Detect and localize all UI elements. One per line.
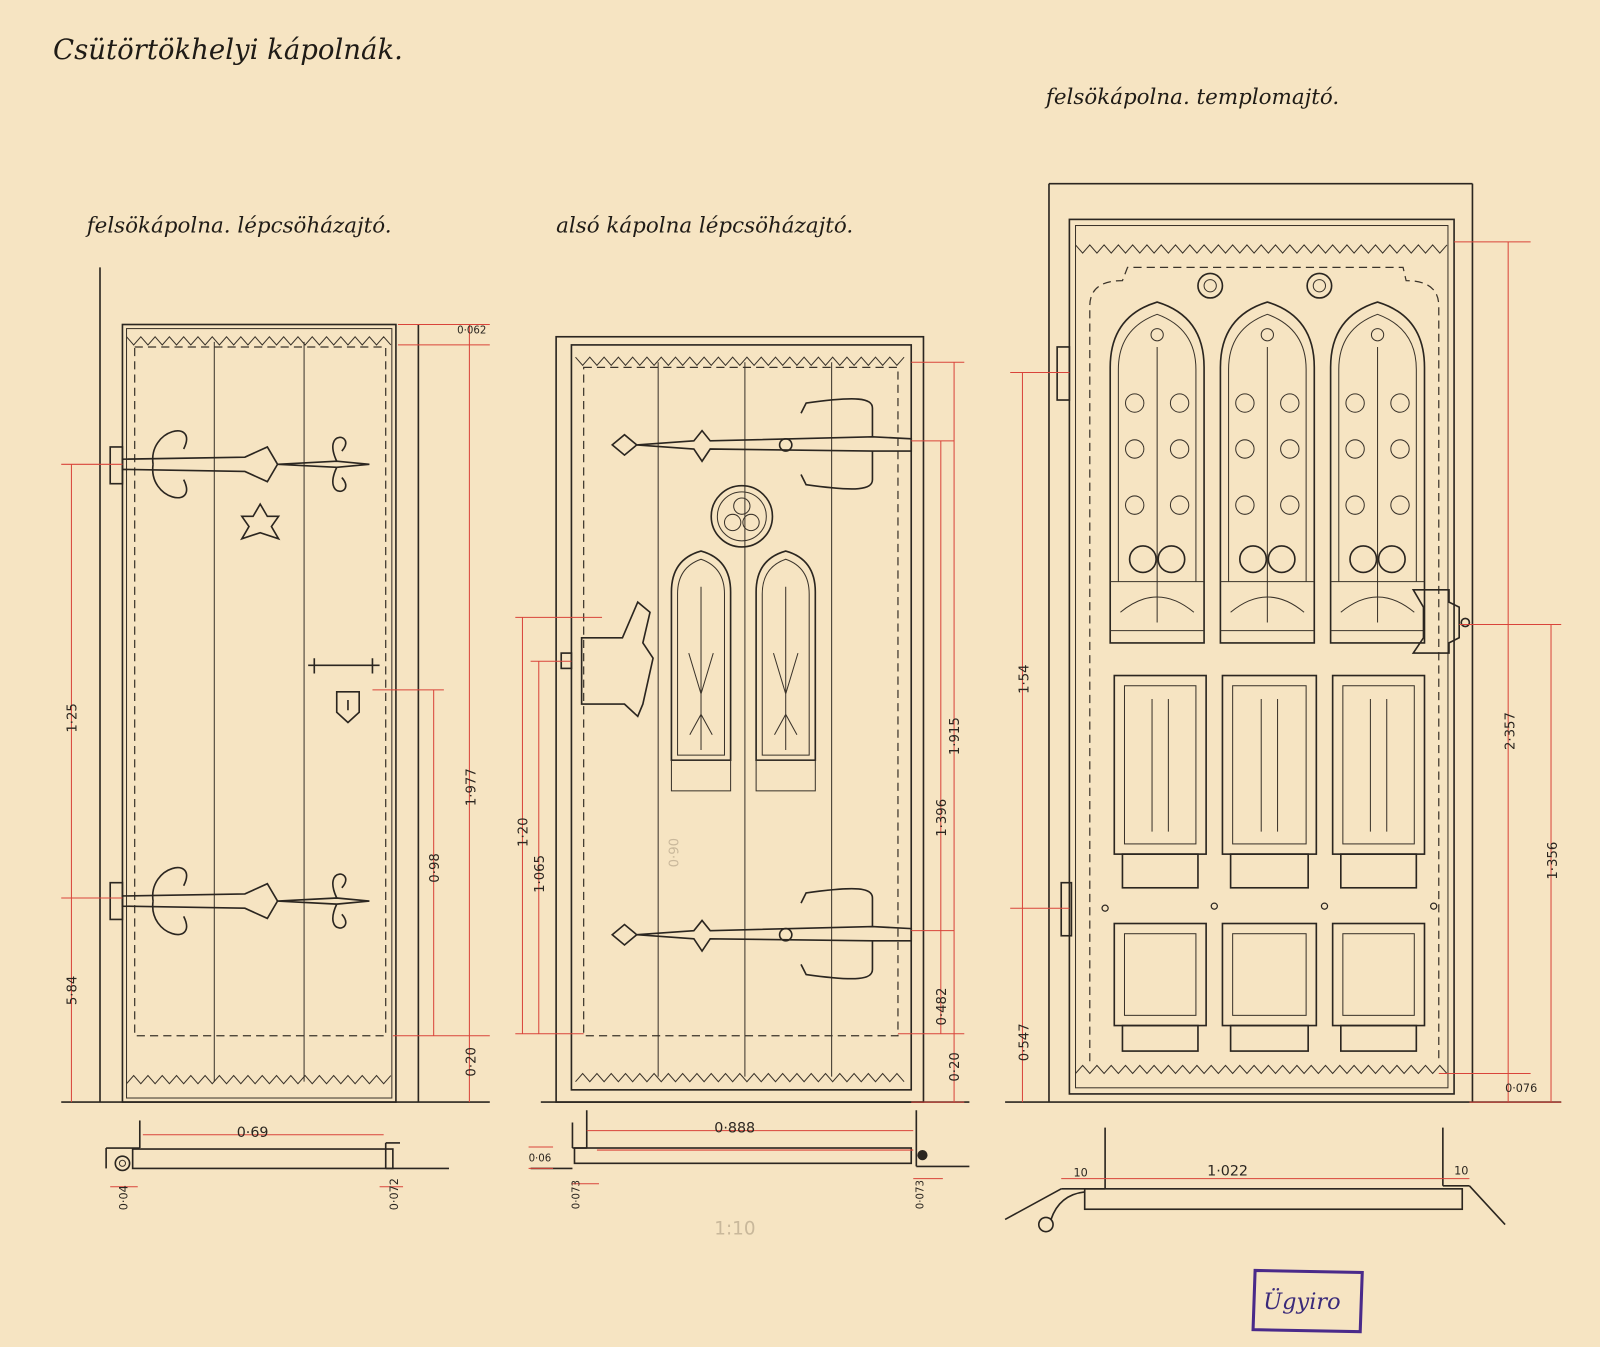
zigzag-ornament (126, 335, 392, 346)
zigzag-ornament (126, 1074, 392, 1085)
rosette-ornament (1197, 272, 1224, 299)
zigzag-ornament (1075, 1064, 1448, 1075)
raised-panel (1221, 922, 1318, 1052)
door1-elevation (61, 267, 490, 1103)
strap-hinge (610, 887, 913, 980)
door-bolt (308, 658, 380, 674)
door-lock (560, 600, 654, 718)
dim-label: 1·356 (1546, 842, 1561, 880)
scale-note: 1:10 (714, 1219, 755, 1240)
dim-label: 0·04 (118, 1185, 131, 1210)
door2-plan (528, 1110, 970, 1185)
door1-caption: felsökápolna. lépcsöházajtó. (85, 214, 392, 239)
dim-label: 1·25 (66, 703, 81, 733)
stamp-signature: Ügyiro (1263, 1288, 1340, 1315)
dim-label: 1·396 (935, 799, 950, 837)
trefoil-window (710, 484, 774, 548)
dim-label: 0·20 (948, 1052, 963, 1082)
raised-panel (1331, 674, 1426, 889)
strap-hinge (109, 430, 370, 499)
dim-label: 2·357 (1503, 712, 1518, 750)
door1-plan (105, 1120, 449, 1188)
dim-label: 1·022 (1207, 1164, 1248, 1180)
dim-label: 0·98 (428, 853, 443, 883)
dim-label: 0·073 (915, 1180, 926, 1209)
zigzag-ornament (1075, 244, 1448, 254)
door2-caption: alsó kápolna lépcsöházajtó. (556, 214, 853, 239)
dim-label: 0·888 (714, 1121, 755, 1137)
raised-panel (1113, 922, 1207, 1052)
rosette-ornament (1306, 272, 1333, 299)
lancet-window (670, 550, 732, 792)
dim-label: 0·482 (935, 988, 950, 1026)
door3-elevation (1005, 182, 1562, 1103)
dim-label: 1·915 (948, 717, 963, 755)
raised-panel (1221, 674, 1318, 889)
dim-label: 0·062 (457, 326, 486, 337)
strap-hinge (109, 866, 370, 936)
raised-panel (1331, 922, 1426, 1052)
dim-label: 1·977 (465, 768, 480, 806)
sheet-title: Csütörtökhelyi kápolnák. (53, 34, 403, 66)
dim-label: 0·20 (465, 1047, 480, 1077)
dim-label: 0·547 (1018, 1023, 1033, 1061)
zigzag-ornament (575, 1072, 905, 1083)
hinge-pin (1056, 346, 1071, 401)
hinge-pin (1060, 881, 1073, 937)
pencil-dim-label: 0·90 (668, 838, 683, 868)
strap-hinge (610, 398, 913, 490)
dim-label: 0·073 (572, 1180, 583, 1209)
dim-label: 0·076 (1505, 1082, 1537, 1095)
zigzag-ornament (575, 356, 905, 367)
dim-label: 0·072 (388, 1178, 401, 1210)
door2-elevation (515, 335, 970, 1103)
door-lock (1411, 589, 1460, 654)
dim-label: 10 (1073, 1167, 1087, 1180)
dim-label: 1·065 (533, 855, 548, 893)
archive-stamp: Ügyiro (1251, 1268, 1364, 1334)
lancet-window (755, 550, 817, 792)
star-ornament (240, 502, 281, 541)
dim-label: 10 (1454, 1165, 1468, 1178)
dim-label: 5·84 (66, 976, 81, 1006)
dim-label: 0·06 (529, 1153, 552, 1164)
dim-label: 0·69 (237, 1125, 269, 1141)
dim-label: 1·54 (1018, 664, 1033, 694)
keyhole-escutcheon (335, 691, 360, 724)
lancet-window (1109, 301, 1205, 644)
lancet-window (1329, 301, 1426, 644)
lancet-window (1219, 301, 1316, 644)
raised-panel (1113, 674, 1207, 889)
dim-label: 1·20 (517, 817, 532, 847)
door3-caption: felsökápolna. templomajtó. (1044, 85, 1339, 110)
door3-plan (1004, 1127, 1506, 1233)
